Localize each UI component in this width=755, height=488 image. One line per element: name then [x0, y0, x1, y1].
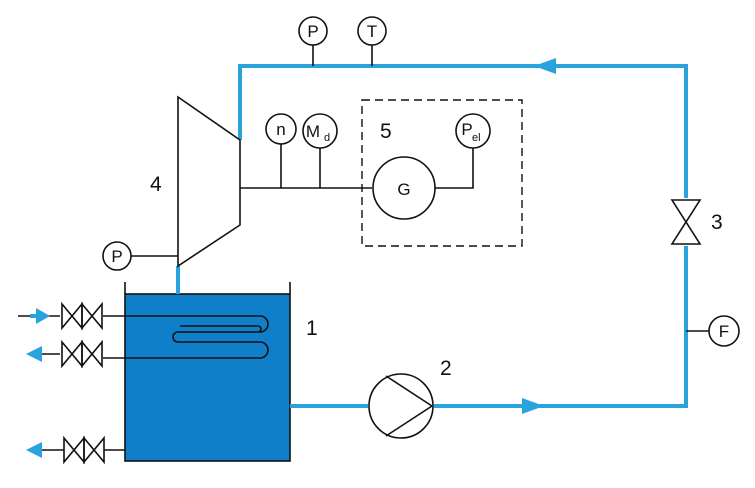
- label-turbine: 4: [150, 173, 162, 196]
- generator-box: [361, 99, 523, 247]
- inlet-arrow-icon: [36, 308, 50, 324]
- torque-label: M: [306, 122, 320, 141]
- outlet-arrow-icon: [26, 346, 42, 362]
- pipe-valve-to-turbine: [238, 64, 688, 198]
- label-tank: 1: [306, 317, 318, 340]
- power-label: P: [461, 120, 472, 139]
- top-pressure-label: P: [307, 22, 318, 41]
- top-pressure-gauge: [298, 16, 328, 46]
- torque-main: M: [306, 122, 320, 141]
- generator-label: G: [397, 180, 410, 199]
- label-valve: 3: [711, 211, 723, 234]
- power-main: P: [461, 120, 472, 139]
- torque-sensor: [302, 113, 338, 149]
- power-subscript: el: [472, 132, 481, 144]
- power-meter: [455, 113, 491, 149]
- flow-arrow-top: [534, 58, 556, 74]
- heat-exchanger-coil-inner: [180, 325, 262, 333]
- flow-meter: [708, 315, 740, 347]
- top-temperature-label: T: [367, 22, 377, 41]
- speed-label: n: [276, 120, 285, 139]
- speed-sensor: [265, 113, 297, 145]
- torque-subscript: d: [324, 132, 330, 144]
- throttle-valve: [670, 199, 702, 245]
- turbine: [177, 95, 241, 268]
- heat-exchanger-coil: [103, 315, 269, 359]
- turbine-pressure-label: P: [111, 247, 122, 266]
- coil-outlet-valve: [26, 339, 103, 369]
- label-generator-box: 5: [380, 120, 392, 143]
- label-pump: 2: [440, 357, 452, 380]
- pipe-pump-to-valve: [434, 246, 688, 408]
- flow-label: F: [719, 322, 729, 341]
- turbine-pressure-gauge: [102, 241, 132, 271]
- coil-inlet-valve: [18, 301, 103, 331]
- drain-arrow-icon: [26, 442, 42, 458]
- generator-power-tap: [435, 148, 474, 189]
- pump: [368, 373, 434, 439]
- tank-drain-valve: [26, 435, 125, 465]
- tank: [124, 293, 291, 462]
- flow-arrow-bottom: [522, 398, 544, 414]
- top-temperature-gauge: [357, 16, 387, 46]
